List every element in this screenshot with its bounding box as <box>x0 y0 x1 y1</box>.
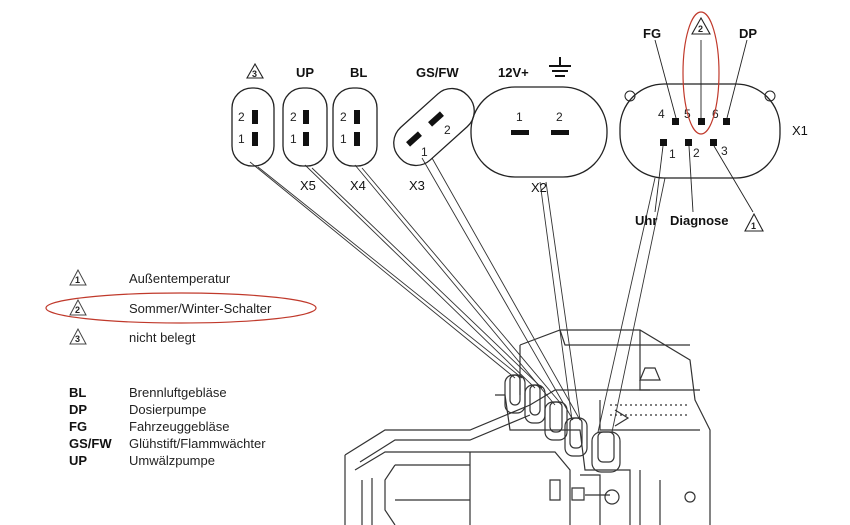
x1-signal-diagnose: Diagnose <box>670 213 729 228</box>
outside-temp-marker-icon <box>744 212 764 232</box>
x4-header: BL <box>350 65 367 80</box>
abbr-up: UP <box>69 453 87 468</box>
x1-pin1: 1 <box>669 147 676 161</box>
abbr-bl-text: Brennluftgebläse <box>129 385 227 400</box>
x1-signal-fg: FG <box>643 26 661 41</box>
legend-marker-3-number: 3 <box>75 334 80 344</box>
connector-up <box>282 87 328 167</box>
abbr-dp: DP <box>69 402 87 417</box>
x3-pin2: 2 <box>444 123 451 137</box>
x4-label: X4 <box>350 178 366 193</box>
connector-x4 <box>332 87 378 167</box>
x5-label: X5 <box>300 178 316 193</box>
x1-pin6: 6 <box>712 107 719 121</box>
abbr-gsfw: GS/FW <box>69 436 112 451</box>
x1-pin3: 3 <box>721 144 728 158</box>
x5-pin1: 1 <box>238 132 245 146</box>
connector-x2 <box>470 86 608 178</box>
x1-signal-uhr: Uhr <box>635 213 657 228</box>
x2-pin1: 1 <box>516 110 523 124</box>
x1-pin2: 2 <box>693 146 700 160</box>
abbr-up-text: Umwälzpumpe <box>129 453 215 468</box>
legend-marker-1-number: 1 <box>75 275 80 285</box>
x5-header: UP <box>296 65 314 80</box>
x1-bottom-marker-number: 1 <box>751 221 756 231</box>
x3-pin1: 1 <box>421 145 428 159</box>
highlight-pin5-ellipse <box>682 11 720 135</box>
x2-pin2: 2 <box>556 110 563 124</box>
x4-pin2: 2 <box>340 110 347 124</box>
x1-label: X1 <box>792 123 808 138</box>
up-pin1: 1 <box>290 132 297 146</box>
legend-marker-2-number: 2 <box>75 305 80 315</box>
x4-pin1: 1 <box>340 132 347 146</box>
connector-x1 <box>619 83 781 179</box>
x1-pin4: 4 <box>658 107 665 121</box>
connector-x5 <box>231 87 275 167</box>
unused-marker-number: 3 <box>252 69 257 79</box>
x3-header: GS/FW <box>416 65 459 80</box>
x5-pin2: 2 <box>238 110 245 124</box>
x2-header: 12V+ <box>498 65 529 80</box>
x1-top-marker-number: 2 <box>698 24 703 34</box>
wires <box>249 157 666 433</box>
legend-marker-2-icon <box>69 298 87 316</box>
legend-marker-3-icon <box>69 327 87 345</box>
unused-marker-icon <box>246 62 264 79</box>
ground-icon <box>549 57 571 77</box>
legend-text-2: Sommer/Winter-Schalter <box>129 301 272 316</box>
up-pin2: 2 <box>290 110 297 124</box>
x2-label: X2 <box>531 180 547 195</box>
abbr-fg-text: Fahrzeuggebläse <box>129 419 229 434</box>
x1-signal-dp: DP <box>739 26 757 41</box>
x3-label: X3 <box>409 178 425 193</box>
abbr-fg: FG <box>69 419 87 434</box>
summer-winter-marker-icon <box>691 16 711 35</box>
abbr-dp-text: Dosierpumpe <box>129 402 206 417</box>
abbr-bl: BL <box>69 385 86 400</box>
abbr-gsfw-text: Glühstift/Flammwächter <box>129 436 266 451</box>
connector-x3 <box>393 87 475 167</box>
legend-text-3: nicht belegt <box>129 330 196 345</box>
heater-unit <box>344 329 711 525</box>
legend-marker-1-icon <box>69 268 87 286</box>
highlight-legend-ellipse <box>45 292 317 324</box>
x1-leaders <box>654 39 754 213</box>
legend-text-1: Außentemperatur <box>129 271 231 286</box>
